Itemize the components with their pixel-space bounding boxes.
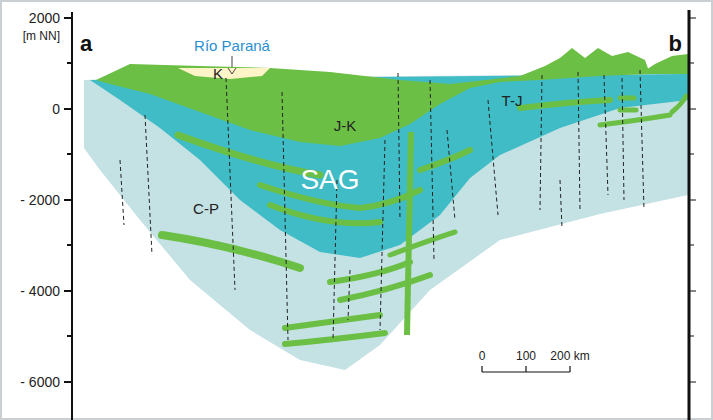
unit-label: T-J [502,93,523,108]
faults [120,70,644,340]
scale-label: 0 [479,350,486,362]
axis-tick-label: 0 [52,102,60,116]
river-name: Río Paraná [194,38,270,53]
axis-tick-label: - 6000 [20,375,60,389]
scale-bar [482,366,570,372]
axis-tick-label: - 4000 [20,284,60,298]
aquifer-label: SAG [300,166,359,194]
scale-label: 200 km [550,350,589,362]
axis-tick-label: 2000 [29,11,60,25]
scale-label: 100 [516,350,536,362]
sills [162,96,686,344]
unit-label: C-P [193,201,219,216]
depth-axis [64,12,72,420]
axis-unit: [m NN] [23,30,60,42]
panel-letter: a [80,33,92,55]
k-lens [178,68,270,79]
unit-label: J-K [334,118,357,133]
river-notch [228,68,236,74]
river-leader [232,56,233,67]
dike [404,132,414,335]
j-k-layer [96,48,650,146]
panel-letter: b [669,33,682,55]
right-axis [689,10,696,420]
unit-label: K [213,66,223,81]
axis-tick-label: - 2000 [20,193,60,207]
j-k-right-cap [640,54,688,74]
